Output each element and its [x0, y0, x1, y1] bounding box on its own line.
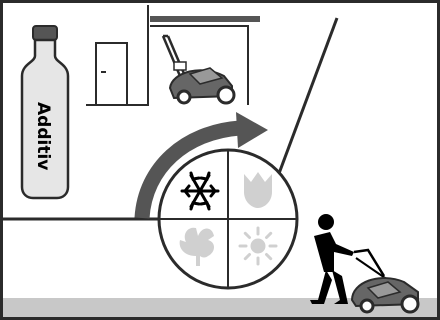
lawn-mower-icon	[163, 36, 234, 103]
bottle-label: Additiv	[33, 102, 53, 170]
door-handle	[101, 71, 106, 73]
additive-bottle-icon: Additiv	[22, 26, 68, 198]
sun-icon	[240, 228, 276, 264]
seasons-circle	[159, 150, 297, 288]
garage-door	[96, 43, 127, 105]
person-mowing-icon	[310, 214, 418, 312]
bottle-cap	[33, 26, 57, 40]
